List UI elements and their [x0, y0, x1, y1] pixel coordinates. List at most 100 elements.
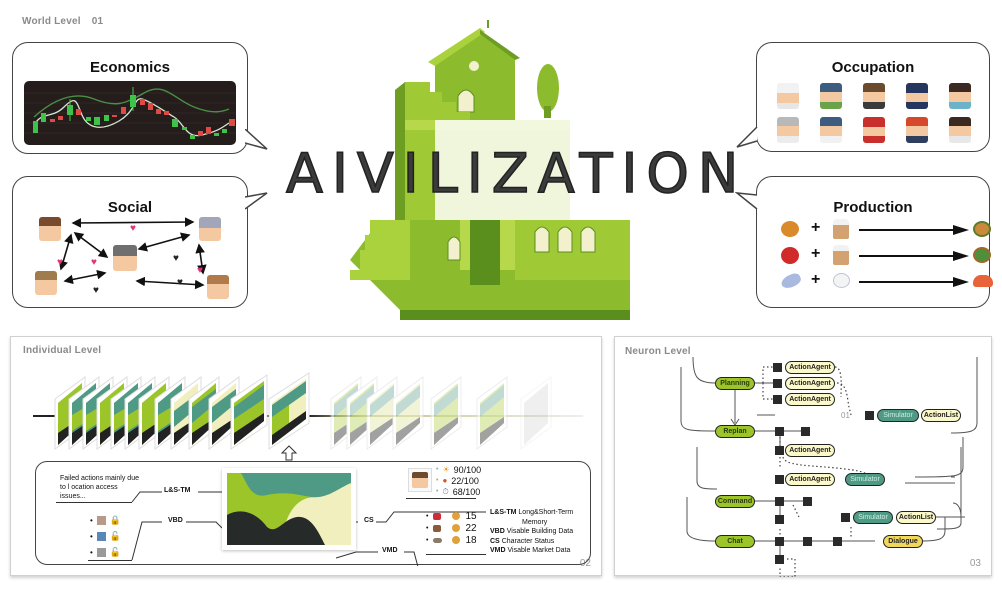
- occupation-title: Occupation: [831, 59, 915, 76]
- node-square: [841, 513, 850, 522]
- economics-title: Economics: [89, 59, 171, 76]
- chef-character: [777, 83, 799, 109]
- note-underline: [56, 502, 132, 503]
- world-level-number: 01: [91, 16, 104, 27]
- node-square: [775, 537, 784, 546]
- hunger-icon: ●: [442, 476, 448, 485]
- bullet: •: [90, 515, 93, 525]
- panel-number: 02: [579, 558, 591, 569]
- social-bubble: Social ♥ ♥ ♥ ♥ ♥ ♥ ♥: [12, 176, 268, 308]
- simulator-node[interactable]: Simulator: [877, 409, 919, 422]
- market-row: • 18: [426, 534, 477, 546]
- unlock-icon: 🔓: [109, 530, 122, 541]
- coin-icon: [452, 524, 461, 532]
- plus-sign: +: [811, 219, 821, 236]
- action-agent-node[interactable]: ActionAgent: [785, 444, 835, 457]
- legend-row: Memory: [490, 518, 590, 528]
- action-agent-node[interactable]: ActionAgent: [785, 473, 835, 486]
- svg-text:♥: ♥: [93, 285, 99, 296]
- bread-price: 22: [465, 522, 477, 534]
- node-square: [775, 497, 784, 506]
- legend-row: CS Character Status: [490, 537, 590, 547]
- panel-number: 03: [969, 558, 981, 569]
- flour-sack-icon: [833, 219, 849, 239]
- building-row: • 🔓: [90, 528, 121, 544]
- marker-label: 01: [841, 411, 850, 420]
- bubble-tail: [245, 129, 268, 150]
- planning-node[interactable]: Planning: [715, 377, 755, 390]
- health-icon: ⏱: [442, 486, 449, 496]
- occupation-bubble: Occupation: [736, 42, 990, 152]
- house-icon: [96, 531, 106, 541]
- recipe-row-2: +: [781, 245, 991, 267]
- legend-abbr: VMD: [490, 547, 506, 554]
- action-agent-node[interactable]: ActionAgent: [785, 393, 835, 406]
- fruit-pie-icon: [973, 247, 991, 263]
- occupation-grid: [777, 83, 971, 143]
- simulator-node[interactable]: Simulator: [845, 473, 885, 486]
- action-list-node[interactable]: ActionList: [896, 511, 936, 524]
- apple-icon: [781, 247, 799, 264]
- character-top-right: [199, 217, 221, 241]
- roast-chicken-icon: [781, 221, 799, 237]
- node-square: [773, 395, 782, 404]
- node-square: [775, 446, 784, 455]
- recipe-row-3: +: [779, 271, 993, 293]
- abbreviation-legend: L&S-TM Long&Short-Term Memory VBD Visabl…: [490, 508, 590, 556]
- bullet: •: [90, 531, 93, 541]
- aivilization-logo: [340, 10, 660, 330]
- character-top-left: [39, 217, 61, 241]
- bread-icon: [433, 524, 442, 532]
- action-list-node[interactable]: ActionList: [921, 409, 961, 422]
- market-list: • 15 • 22 • 18: [426, 510, 477, 546]
- scientist-character: [820, 117, 842, 143]
- node-square: [775, 515, 784, 524]
- failed-actions-note: Failed actions mainly due to l ocation a…: [60, 475, 139, 500]
- bullet: •: [436, 466, 439, 473]
- production-title: Production: [833, 199, 913, 216]
- node-square: [865, 411, 874, 420]
- arrow-icon: [859, 225, 969, 235]
- neuron-level-panel: Neuron Level 03: [614, 336, 992, 577]
- recipe-row-1: +: [781, 219, 991, 241]
- economics-bubble: Economics: [12, 42, 268, 154]
- arrow-icon: [859, 277, 969, 287]
- bullet: •: [90, 547, 93, 557]
- simulator-node[interactable]: Simulator: [853, 511, 893, 524]
- chat-node[interactable]: Chat: [715, 535, 755, 548]
- coin-icon: [452, 536, 461, 544]
- memory-frames: [54, 372, 552, 450]
- status-underline: [406, 498, 476, 499]
- legend-abbr: CS: [490, 537, 500, 545]
- bullet: •: [436, 488, 439, 495]
- legend-row: L&S-TM Long&Short-Term: [490, 508, 590, 518]
- barista-character: [949, 117, 971, 143]
- meat-price: 15: [465, 510, 477, 522]
- energy-icon: ☀: [442, 465, 450, 474]
- building-list: • 🔒 • 🔓 • 🔓: [90, 512, 121, 560]
- replan-node[interactable]: Replan: [715, 425, 755, 438]
- bullet: •: [436, 477, 439, 484]
- sushi-icon: [973, 275, 993, 287]
- action-agent-node[interactable]: ActionAgent: [785, 377, 835, 390]
- node-square: [773, 363, 782, 372]
- legend-text: Long&Short-Term: [518, 509, 574, 516]
- world-level-label: World Level 01: [22, 16, 103, 27]
- bullet: •: [426, 512, 429, 520]
- rice-bowl-icon: [833, 273, 850, 288]
- character-status-list: • ☀ 90/100 • ● 22/100 • ⏱ 68/100: [436, 464, 481, 497]
- fish-icon: [433, 537, 443, 543]
- action-agent-node[interactable]: ActionAgent: [785, 361, 835, 374]
- command-node[interactable]: Command: [715, 495, 755, 508]
- node-square: [773, 379, 782, 388]
- farmer-character: [820, 83, 842, 109]
- legend-text: Memory: [522, 518, 548, 526]
- legend-row: VMD Visable Market Data: [490, 546, 590, 556]
- character-center: [113, 245, 137, 271]
- legend-text: Visable Building Data: [506, 528, 574, 535]
- character-bottom-left: [35, 271, 57, 295]
- building-row: • 🔓: [90, 544, 121, 560]
- building-underline: [88, 560, 132, 561]
- dialogue-node[interactable]: Dialogue: [883, 535, 923, 548]
- svg-text:♥: ♥: [130, 223, 136, 234]
